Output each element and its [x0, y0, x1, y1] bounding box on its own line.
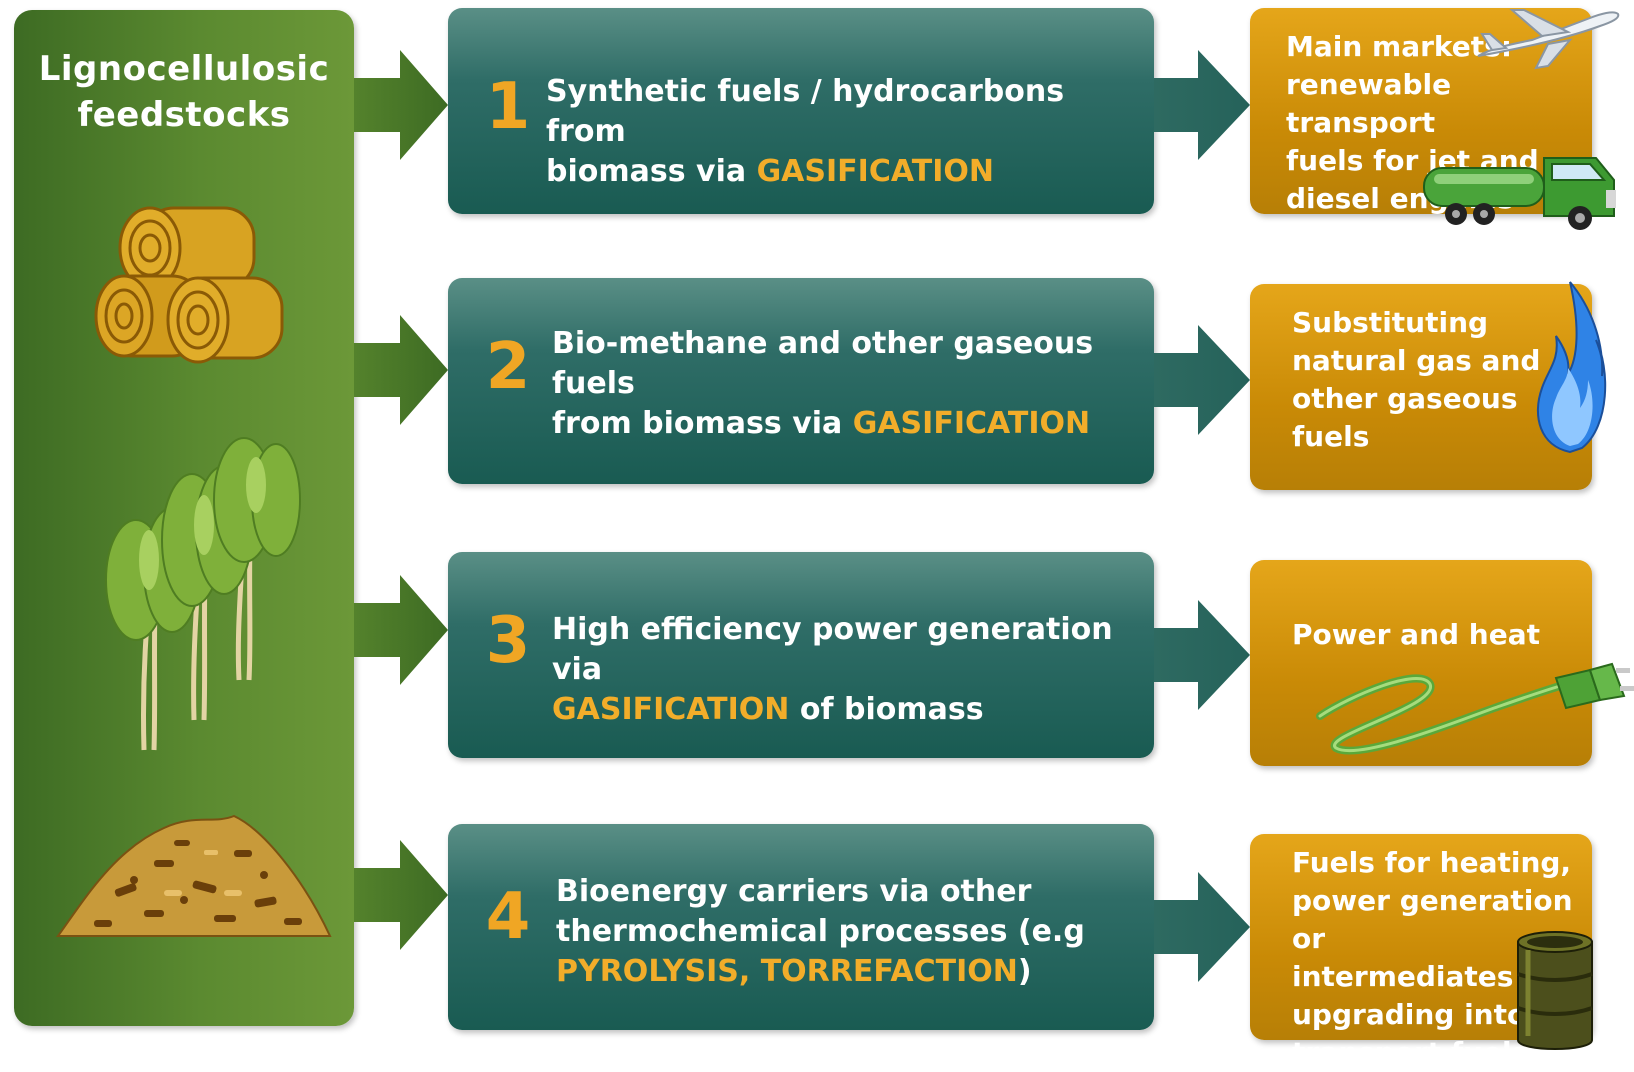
process-description: High efficiency power generation via GAS… [552, 612, 1113, 727]
process-description: Bioenergy carriers via other thermochemi… [556, 874, 1085, 989]
process-number: 2 [485, 330, 531, 404]
feedstocks-panel: Lignocellulosic feedstocks [14, 10, 354, 1026]
process-description: Synthetic fuels / hydrocarbons from biom… [546, 74, 1065, 189]
power-plug-icon [1316, 662, 1634, 755]
process-box-2: 2 Bio-methane and other gaseous fuels fr… [448, 278, 1154, 484]
process-box-3: 3 High efficiency power generation via G… [448, 552, 1154, 758]
feedstock-arrow-2 [354, 315, 448, 425]
process-arrow-3 [1154, 600, 1250, 710]
hay-bales-icon [94, 206, 284, 364]
market-description: Substituting natural gas and other gaseo… [1292, 306, 1541, 453]
blue-flame-icon [1536, 281, 1607, 454]
feedstocks-title: Lignocellulosic feedstocks [38, 49, 330, 135]
process-box-4: 4 Bioenergy carriers via other thermoche… [448, 824, 1154, 1030]
process-arrow-1 [1154, 50, 1250, 160]
willow-trees-icon [105, 437, 301, 751]
process-number: 3 [485, 604, 531, 678]
process-box-1: 1 Synthetic fuels / hydrocarbons from bi… [448, 8, 1154, 214]
market-description: Power and heat [1292, 618, 1540, 651]
process-arrow-2 [1154, 325, 1250, 435]
process-description: Bio-methane and other gaseous fuels from… [552, 326, 1094, 441]
oil-barrel-icon [1517, 931, 1593, 1050]
market-box-2: Substituting natural gas and other gaseo… [1250, 284, 1592, 490]
process-number: 4 [485, 880, 531, 954]
feedstock-arrow-3 [354, 575, 448, 685]
process-number: 1 [485, 70, 531, 144]
airplane-icon [1477, 9, 1620, 70]
feedstock-arrow-1 [354, 50, 448, 160]
tanker-truck-icon [1423, 157, 1616, 230]
feedstock-arrow-4 [354, 840, 448, 950]
process-arrow-4 [1154, 872, 1250, 982]
wood-chips-pile-icon [56, 814, 332, 937]
